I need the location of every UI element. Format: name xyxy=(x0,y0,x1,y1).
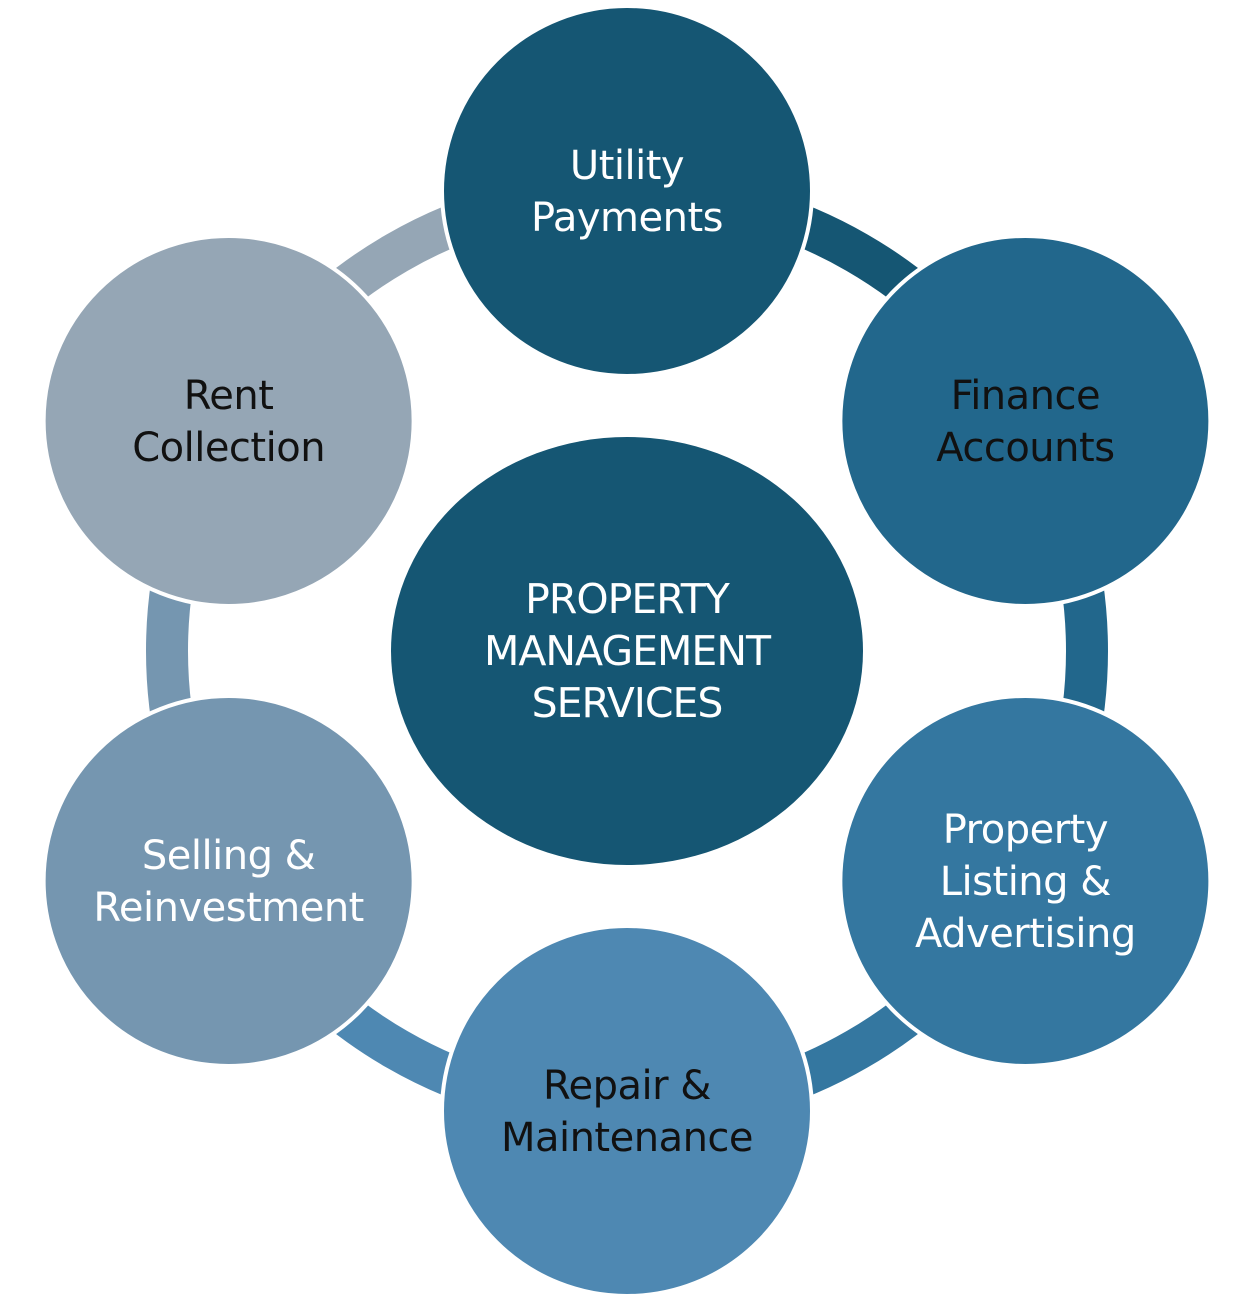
node-selling-reinvestment: Selling & Reinvestment xyxy=(41,694,416,1068)
node-circle xyxy=(440,4,814,378)
label-line: Payments xyxy=(531,195,723,241)
node-circle xyxy=(41,694,416,1068)
node-repair-maintenance: Repair & Maintenance xyxy=(440,924,814,1298)
node-circle xyxy=(41,234,416,608)
label-line: PROPERTY xyxy=(525,575,731,623)
label-line: Maintenance xyxy=(501,1115,753,1161)
label-line: MANAGEMENT xyxy=(484,627,772,675)
label-line: Utility xyxy=(570,143,684,189)
label-line: Reinvestment xyxy=(93,885,363,931)
label-line: Repair & xyxy=(543,1063,711,1109)
label-line: Accounts xyxy=(936,425,1114,471)
label-line: Finance xyxy=(951,373,1101,419)
label-line: Collection xyxy=(132,425,325,471)
node-circle xyxy=(838,234,1213,608)
label-line: SERVICES xyxy=(532,679,723,727)
node-circle xyxy=(440,924,814,1298)
label-line: Property xyxy=(943,807,1108,853)
center-ellipse xyxy=(391,437,863,865)
label-line: Rent xyxy=(184,373,274,419)
node-circle xyxy=(838,694,1213,1068)
service-nodes: UtilityPaymentsFinanceAccountsPropertyLi… xyxy=(41,4,1213,1298)
label-line: Listing & xyxy=(940,859,1111,905)
label-line: Advertising xyxy=(915,911,1136,957)
label-line: Selling & xyxy=(142,833,316,879)
